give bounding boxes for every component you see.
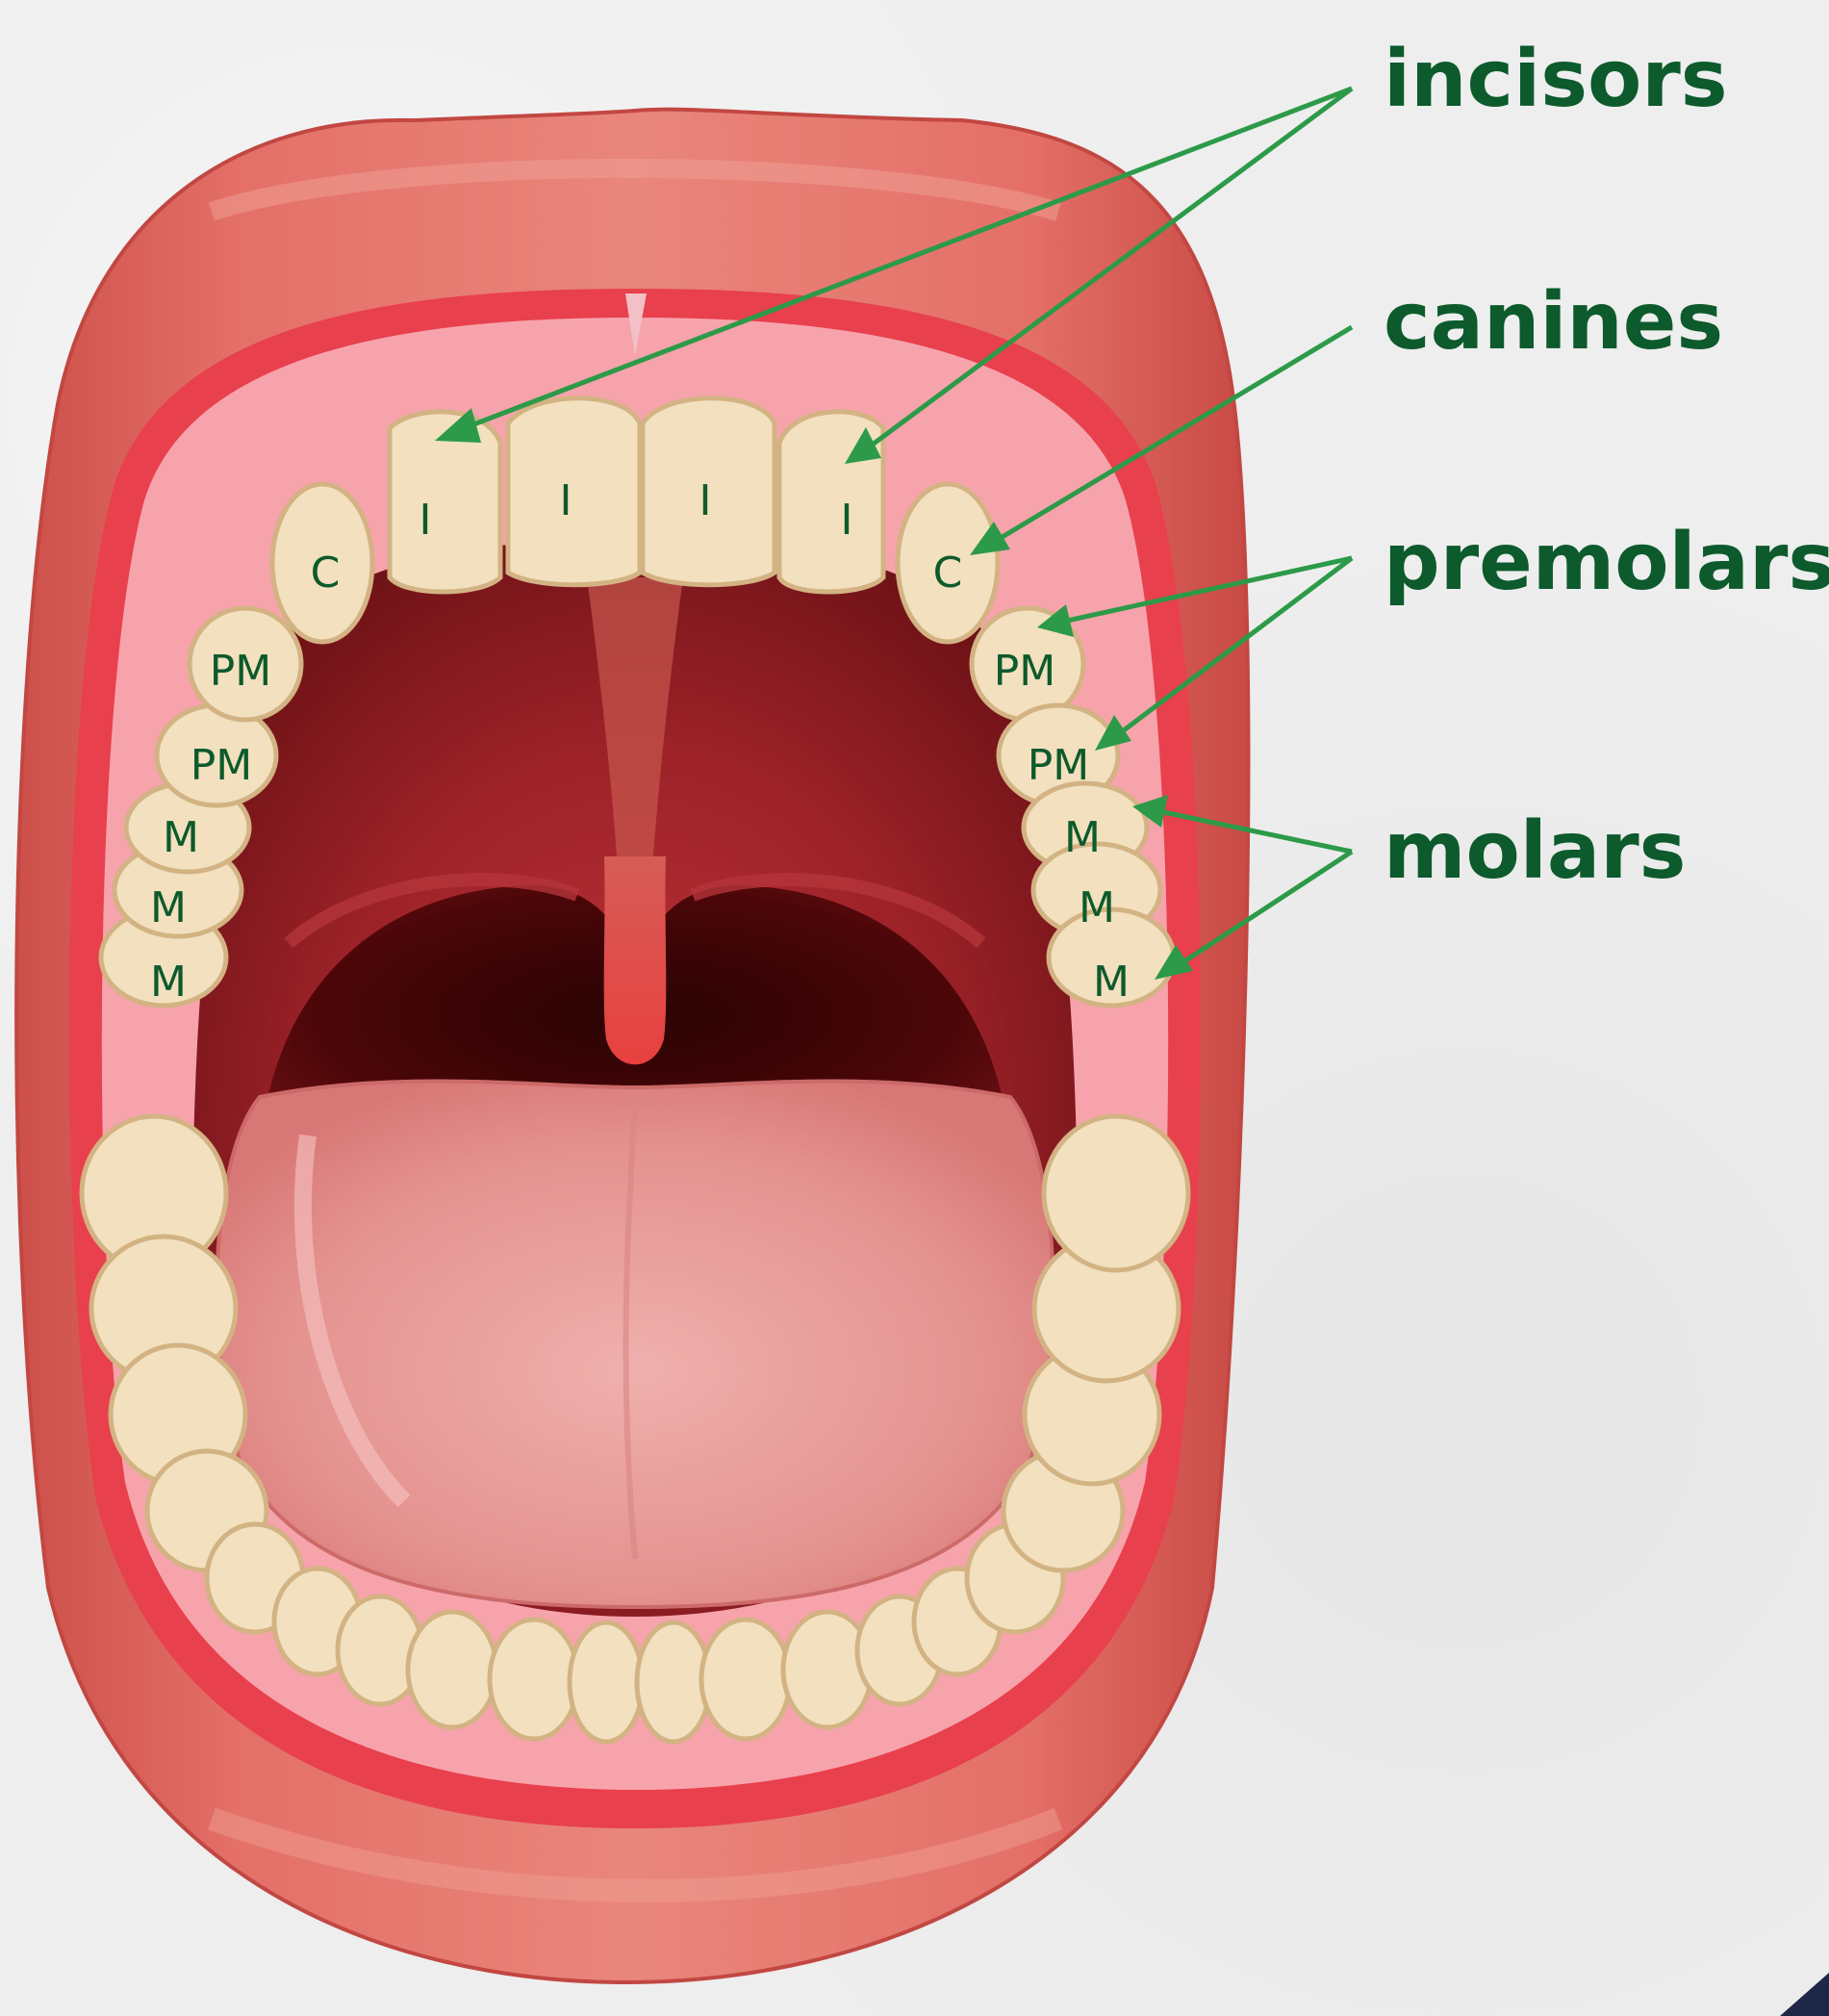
- tooth-label: M: [1079, 883, 1115, 932]
- tooth-label: PM: [994, 647, 1056, 696]
- tooth-label: C: [933, 549, 963, 598]
- tooth-label: C: [311, 549, 341, 598]
- callout-incisors: incisors: [1384, 34, 1728, 125]
- tooth-label: M: [163, 813, 199, 862]
- tooth-label: PM: [1028, 741, 1090, 790]
- corner-shape: [1780, 1973, 1829, 2016]
- callout-labels: incisors canines premolars molars: [1384, 34, 1829, 897]
- tooth-label: PM: [210, 647, 272, 696]
- tooth-label: I: [419, 496, 432, 545]
- callout-premolars: premolars: [1384, 517, 1829, 608]
- callout-molars: molars: [1384, 805, 1686, 897]
- tooth-label: I: [560, 476, 572, 525]
- tooth-label: I: [841, 496, 853, 545]
- tooth-label: M: [1064, 813, 1101, 862]
- tooth-label: I: [699, 476, 712, 525]
- uvula: [604, 856, 667, 1064]
- callout-canines: canines: [1384, 276, 1723, 368]
- tooth-label: PM: [191, 741, 253, 790]
- tooth-label: M: [150, 883, 187, 932]
- tooth-label: M: [1093, 957, 1130, 1007]
- tooth-label: M: [150, 957, 187, 1007]
